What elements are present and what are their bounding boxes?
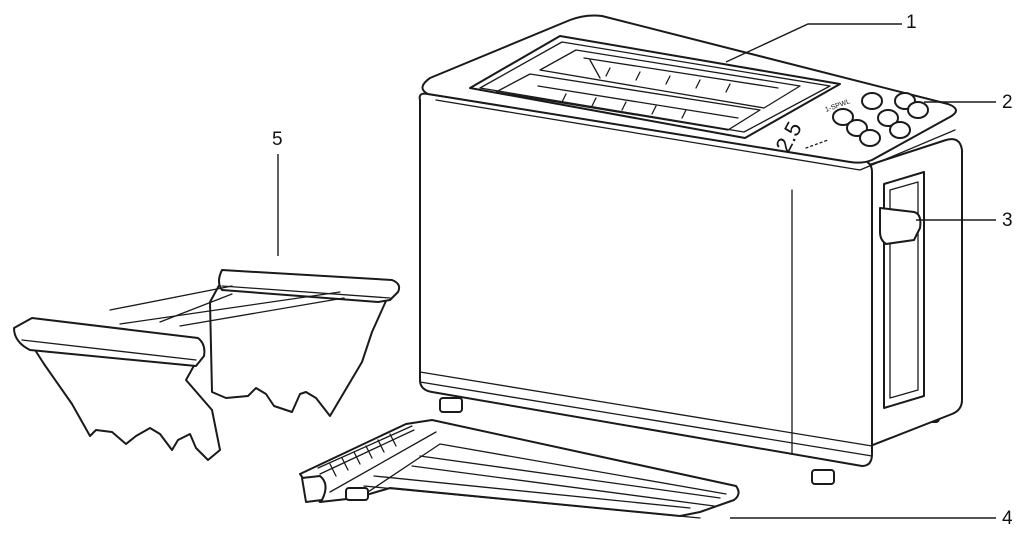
callout-label: 2 xyxy=(1002,92,1013,113)
callout-2: 2 xyxy=(924,92,1013,113)
callout-label: 5 xyxy=(272,129,283,150)
crumb-tray xyxy=(299,419,740,519)
control-buttons xyxy=(832,92,929,147)
bun-warmer-rack xyxy=(13,269,401,461)
callout-label: 1 xyxy=(906,12,917,33)
callout-label: 4 xyxy=(1002,508,1013,529)
callout-3: 3 xyxy=(916,210,1013,231)
toaster-body: 2.5 1-SPWL xyxy=(418,14,963,485)
callout-label: 3 xyxy=(1002,210,1013,231)
callout-1: 1 xyxy=(725,12,917,63)
callout-5: 5 xyxy=(272,129,283,256)
callout-4: 4 xyxy=(730,508,1013,529)
